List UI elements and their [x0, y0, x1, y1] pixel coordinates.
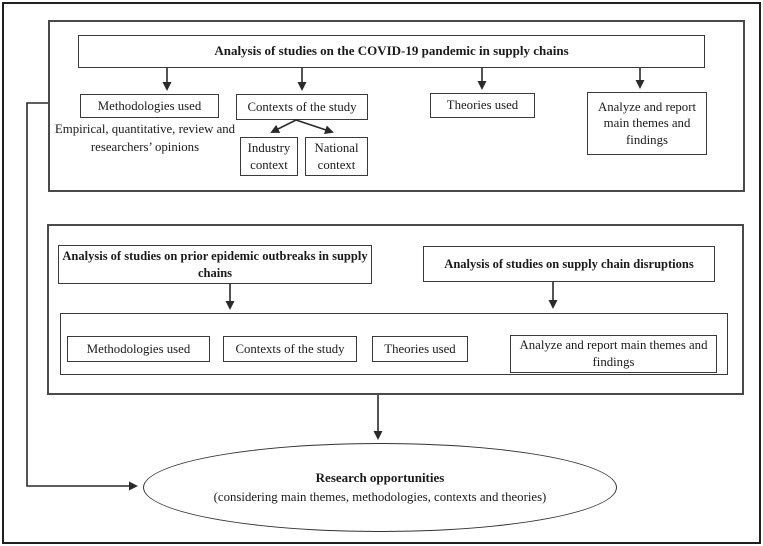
top-methodologies-box: Methodologies used: [80, 94, 219, 118]
mid-contexts-box: Contexts of the study: [223, 336, 357, 362]
mid-theories-label: Theories used: [384, 341, 456, 356]
national-context-box: National context: [305, 137, 368, 176]
research-opportunities-title: Research opportunities: [315, 470, 445, 486]
top-title-label: Analysis of studies on the COVID-19 pand…: [214, 43, 569, 59]
methodologies-note: Empirical, quantitative, review and rese…: [54, 122, 236, 155]
top-title-box: Analysis of studies on the COVID-19 pand…: [78, 35, 705, 68]
national-context-label: National context: [314, 140, 359, 172]
top-theories-label: Theories used: [446, 98, 519, 113]
sc-disruptions-title-box: Analysis of studies on supply chain disr…: [423, 246, 715, 282]
mid-methodologies-box: Methodologies used: [67, 336, 210, 362]
industry-context-label: Industry context: [247, 140, 291, 172]
mid-analyze-report-label: Analyze and report main themes and findi…: [519, 338, 708, 369]
research-opportunities-subtitle: (considering main themes, methodologies,…: [213, 489, 547, 504]
mid-contexts-label: Contexts of the study: [235, 341, 345, 356]
top-analyze-report-box: Analyze and report main themes and findi…: [587, 92, 707, 155]
prior-epidemics-title-box: Analysis of studies on prior epidemic ou…: [58, 245, 372, 284]
prior-epidemics-title-label: Analysis of studies on prior epidemic ou…: [62, 249, 368, 280]
top-theories-box: Theories used: [430, 93, 535, 118]
sc-disruptions-title-label: Analysis of studies on supply chain disr…: [444, 256, 694, 271]
top-contexts-box: Contexts of the study: [236, 94, 368, 120]
mid-analyze-report-box: Analyze and report main themes and findi…: [510, 335, 717, 373]
top-analyze-report-label: Analyze and report main themes and findi…: [597, 99, 697, 147]
industry-context-box: Industry context: [240, 137, 298, 176]
top-contexts-label: Contexts of the study: [247, 99, 357, 114]
mid-theories-box: Theories used: [372, 336, 468, 362]
research-opportunities-ellipse: Research opportunities (considering main…: [143, 443, 617, 532]
mid-methodologies-label: Methodologies used: [86, 341, 191, 356]
top-methodologies-label: Methodologies used: [97, 98, 202, 113]
